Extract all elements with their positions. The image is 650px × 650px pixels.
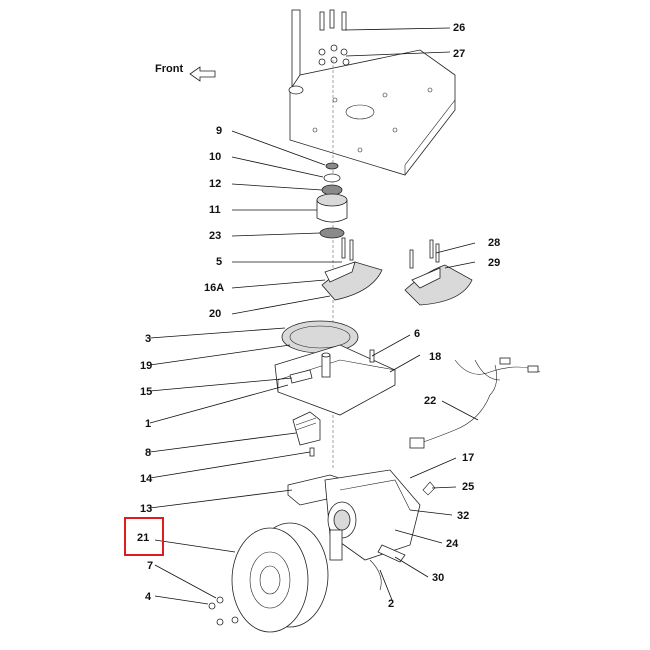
callout-10: 10 bbox=[209, 151, 221, 163]
callout-18: 18 bbox=[429, 351, 441, 363]
callout-4: 4 bbox=[145, 591, 152, 603]
callout-30: 30 bbox=[432, 572, 444, 584]
callout-14: 14 bbox=[140, 473, 153, 485]
bearing-stack bbox=[316, 162, 348, 239]
callout-21: 21 bbox=[137, 532, 149, 544]
callout-23: 23 bbox=[209, 230, 221, 242]
callout-1: 1 bbox=[145, 418, 151, 430]
front-arrow-icon bbox=[189, 66, 216, 82]
callout-27: 27 bbox=[453, 48, 465, 60]
clip-25 bbox=[422, 481, 436, 496]
callout-6: 6 bbox=[414, 328, 420, 340]
segment-16A bbox=[321, 237, 383, 301]
callout-3: 3 bbox=[145, 333, 151, 345]
wheel-bolts bbox=[208, 596, 239, 626]
callout-11: 11 bbox=[209, 204, 221, 216]
callout-21-highlight-box bbox=[124, 517, 164, 556]
leader-lines bbox=[149, 27, 479, 605]
motor-housing bbox=[324, 469, 421, 591]
callout-2: 2 bbox=[388, 598, 394, 610]
callout-32: 32 bbox=[457, 510, 469, 522]
callout-19: 19 bbox=[140, 360, 152, 372]
ring-gear-turntable bbox=[274, 320, 396, 416]
callout-13: 13 bbox=[140, 503, 152, 515]
top-mounting-plate bbox=[288, 9, 456, 176]
front-direction-indicator: Front bbox=[155, 63, 216, 82]
callout-12: 12 bbox=[209, 178, 221, 190]
callout-26: 26 bbox=[453, 22, 465, 34]
callout-22: 22 bbox=[424, 395, 436, 407]
callout-15: 15 bbox=[140, 386, 152, 398]
brackets bbox=[292, 411, 321, 457]
callout-16A: 16A bbox=[204, 282, 224, 294]
callout-24: 24 bbox=[446, 538, 459, 550]
callout-29: 29 bbox=[488, 257, 500, 269]
front-label: Front bbox=[155, 63, 183, 75]
wiring-harness bbox=[409, 357, 541, 449]
callout-28: 28 bbox=[488, 237, 500, 249]
callout-9: 9 bbox=[216, 125, 222, 137]
drive-wheel bbox=[231, 522, 329, 633]
callout-25: 25 bbox=[462, 481, 474, 493]
callout-17: 17 bbox=[462, 452, 474, 464]
callout-8: 8 bbox=[145, 447, 151, 459]
callout-20: 20 bbox=[209, 308, 221, 320]
plate-bolts bbox=[318, 9, 350, 66]
callout-labels: 26 27 9 10 12 11 23 5 16A 20 28 29 3 6 1… bbox=[137, 22, 500, 610]
segment-29 bbox=[404, 239, 473, 306]
callout-5: 5 bbox=[216, 256, 222, 268]
callout-7: 7 bbox=[147, 560, 153, 572]
